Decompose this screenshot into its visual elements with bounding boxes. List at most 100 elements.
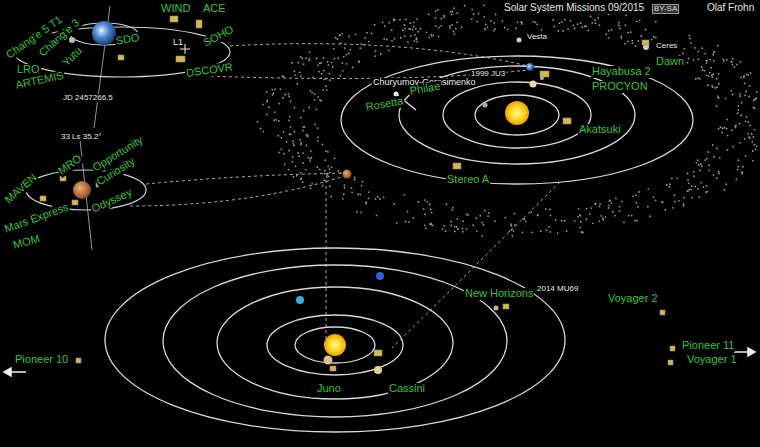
asteroid-dot bbox=[410, 35, 412, 37]
asteroid-dot bbox=[388, 50, 390, 52]
asteroid-dot bbox=[693, 171, 695, 173]
spacecraft bbox=[118, 55, 124, 60]
asteroid-dot bbox=[739, 123, 741, 125]
asteroid-dot bbox=[308, 59, 310, 61]
asteroid-dot bbox=[413, 26, 415, 28]
asteroid-dot bbox=[295, 165, 297, 167]
asteroid-dot bbox=[374, 55, 376, 57]
asteroid-dot bbox=[566, 230, 568, 232]
neptune bbox=[376, 272, 384, 280]
asteroid-dot bbox=[374, 198, 376, 200]
asteroid-dot bbox=[309, 51, 311, 53]
asteroid-dot bbox=[409, 22, 411, 24]
asteroid-dot bbox=[266, 91, 268, 93]
mission-label: New Horizons bbox=[464, 288, 534, 300]
asteroid-dot bbox=[433, 34, 435, 36]
asteroid-dot bbox=[355, 34, 357, 36]
spacecraft bbox=[196, 20, 202, 28]
asteroid-dot bbox=[752, 150, 754, 152]
pluto bbox=[494, 306, 499, 311]
mission-label: Akatsuki bbox=[578, 124, 622, 136]
asteroid-dot bbox=[631, 40, 633, 42]
asteroid-dot bbox=[487, 215, 489, 217]
asteroid-dot bbox=[325, 150, 327, 152]
asteroid-dot bbox=[694, 186, 696, 188]
asteroid-dot bbox=[343, 193, 345, 195]
asteroid-dot bbox=[429, 204, 431, 206]
asteroid-dot bbox=[266, 114, 268, 116]
earth bbox=[526, 63, 534, 71]
sun bbox=[505, 101, 529, 125]
asteroid-dot bbox=[476, 21, 478, 23]
asteroid-dot bbox=[357, 193, 359, 195]
asteroid-dot bbox=[693, 59, 695, 61]
asteroid-dot bbox=[558, 22, 560, 24]
asteroid-dot bbox=[695, 78, 697, 80]
asteroid-dot bbox=[712, 144, 714, 146]
asteroid-dot bbox=[564, 220, 566, 222]
asteroid-dot bbox=[438, 27, 440, 29]
asteroid-dot bbox=[522, 231, 524, 233]
asteroid-dot bbox=[669, 183, 671, 185]
asteroid-dot bbox=[271, 89, 273, 91]
asteroid-dot bbox=[431, 35, 433, 37]
asteroid-dot bbox=[678, 200, 680, 202]
asteroid-dot bbox=[461, 26, 463, 28]
asteroid-dot bbox=[416, 39, 418, 41]
asteroid-dot bbox=[340, 42, 342, 44]
asteroid-dot bbox=[725, 183, 727, 185]
asteroid-dot bbox=[334, 157, 336, 159]
asteroid-dot bbox=[627, 32, 629, 34]
asteroid-dot bbox=[307, 134, 309, 136]
saturn-orbit bbox=[267, 315, 403, 375]
mission-label: Voyager 1 bbox=[686, 354, 738, 366]
object-label: Vesta bbox=[526, 33, 548, 41]
asteroid-dot bbox=[273, 119, 275, 121]
asteroid-dot bbox=[337, 170, 339, 172]
asteroid-dot bbox=[689, 38, 691, 40]
asteroid-dot bbox=[699, 78, 701, 80]
asteroid-dot bbox=[572, 24, 574, 26]
asteroid-dot bbox=[452, 11, 454, 13]
asteroid-dot bbox=[581, 232, 583, 234]
asteroid-dot bbox=[749, 137, 751, 139]
asteroid-dot bbox=[752, 136, 754, 138]
asteroid-dot bbox=[278, 103, 280, 105]
l1-mark bbox=[184, 44, 185, 54]
asteroid-dot bbox=[706, 74, 708, 76]
asteroid-dot bbox=[737, 105, 739, 107]
asteroid-dot bbox=[639, 19, 641, 21]
asteroid-dot bbox=[457, 228, 459, 230]
asteroid-dot bbox=[380, 53, 382, 55]
asteroid-dot bbox=[585, 26, 587, 28]
asteroid-dot bbox=[466, 213, 468, 215]
asteroid-dot bbox=[325, 85, 327, 87]
asteroid-dot bbox=[612, 211, 614, 213]
asteroid-dot bbox=[490, 20, 492, 22]
asteroid-dot bbox=[288, 119, 290, 121]
asteroid-dot bbox=[450, 11, 452, 13]
asteroid-dot bbox=[326, 176, 328, 178]
object-label: L1 bbox=[172, 38, 184, 47]
asteroid-dot bbox=[694, 47, 696, 49]
asteroid-dot bbox=[329, 171, 331, 173]
diagram-title: Solar System Missions 09/2015 bbox=[503, 3, 645, 14]
asteroid-belt bbox=[257, 4, 758, 236]
asteroid-dot bbox=[302, 130, 304, 132]
asteroid-dot bbox=[747, 74, 749, 76]
asteroid-dot bbox=[416, 37, 418, 39]
asteroid-dot bbox=[550, 215, 552, 217]
asteroid-dot bbox=[707, 84, 709, 86]
asteroid-dot bbox=[331, 62, 333, 64]
asteroid-dot bbox=[425, 227, 427, 229]
asteroid-dot bbox=[698, 164, 700, 166]
asteroid-dot bbox=[324, 173, 326, 175]
asteroid-dot bbox=[413, 21, 415, 23]
asteroid-dot bbox=[687, 62, 689, 64]
asteroid-dot bbox=[733, 66, 735, 68]
asteroid-dot bbox=[740, 61, 742, 63]
asteroid-dot bbox=[615, 198, 617, 200]
object-label: 33 Ls 35.2° bbox=[60, 133, 103, 141]
asteroid-dot bbox=[404, 28, 406, 30]
asteroid-dot bbox=[687, 173, 689, 175]
